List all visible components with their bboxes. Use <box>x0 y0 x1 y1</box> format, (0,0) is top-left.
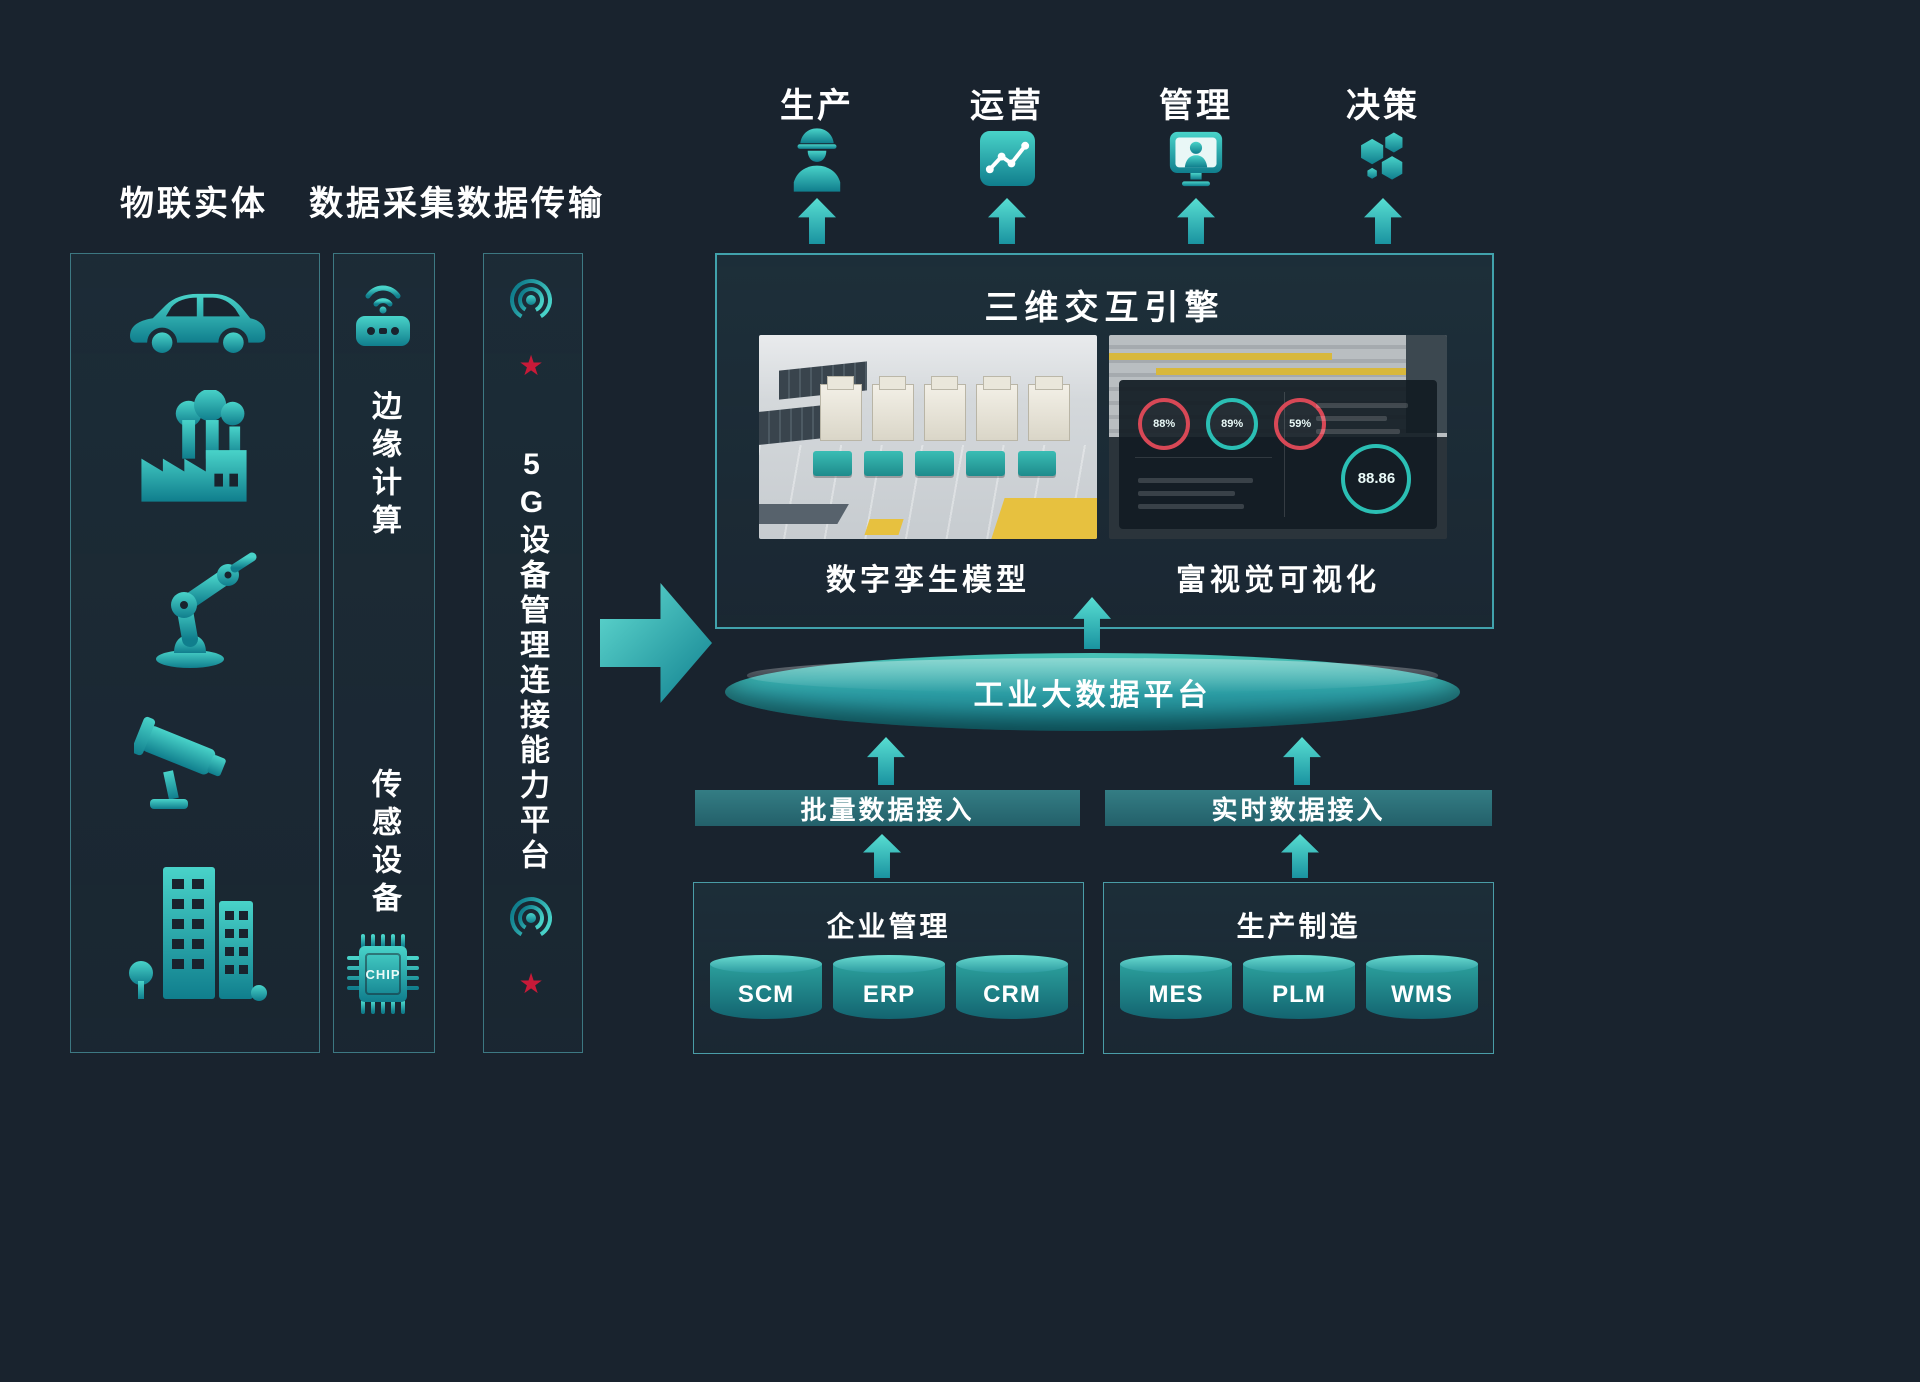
gauge-row: 88% 89% 59% <box>1138 397 1327 450</box>
yellow-beam <box>1109 353 1333 361</box>
gauge-value: 88% <box>1153 417 1176 430</box>
machine-unit <box>1017 451 1057 476</box>
star-mark: ★ <box>518 350 544 381</box>
batch-ingest-bar: 批量数据接入 <box>695 790 1080 826</box>
realtime-ingest-bar: 实时数据接入 <box>1105 790 1492 826</box>
output-label-management: 管理 <box>1159 87 1233 125</box>
machine-block <box>1027 376 1070 442</box>
column-title-entities: 物联实体 <box>120 185 268 223</box>
gauge-value: 89% <box>1221 417 1244 430</box>
output-label-decision: 决策 <box>1346 87 1420 125</box>
gauge-ring: 89% <box>1206 397 1259 450</box>
conveyor-graphic <box>759 504 850 525</box>
output-label-production: 生产 <box>780 87 854 125</box>
unit-row <box>813 451 1057 476</box>
up-arrow-enterprise-to-batch <box>863 834 901 878</box>
star-mark: ★ <box>518 968 544 999</box>
transmission-column <box>483 253 583 1053</box>
visualization-screenshot: 88% 89% 59% 88.86 <box>1109 335 1447 539</box>
panel-divider <box>1284 391 1286 517</box>
plm-label: PLM <box>1272 981 1326 1008</box>
visualization-caption: 富视觉可视化 <box>1176 564 1380 597</box>
up-arrow-batch-to-platform <box>867 737 905 785</box>
realtime-ingest-label: 实时数据接入 <box>1211 794 1386 825</box>
machine-block <box>819 376 862 442</box>
car-icon <box>130 293 266 353</box>
engine-title: 三维交互引擎 <box>984 289 1225 327</box>
machine-unit <box>864 451 904 476</box>
output-label-operations: 运营 <box>970 87 1044 125</box>
machine-block <box>975 376 1018 442</box>
platform-label: 工业大数据平台 <box>973 679 1212 712</box>
digital-twin-screenshot <box>759 335 1097 539</box>
score-value: 88.86 <box>1357 470 1396 488</box>
plm-cylinder: PLM <box>1243 955 1355 1019</box>
city-buildings-icon <box>129 867 267 1001</box>
antenna-icon <box>510 897 552 970</box>
column-title-collection: 数据采集 <box>309 185 457 223</box>
scm-cylinder: SCM <box>710 955 822 1019</box>
worker-icon <box>793 128 841 192</box>
robot-arm-icon <box>156 552 261 668</box>
stat-rows <box>1138 470 1259 517</box>
gauge-value: 59% <box>1289 417 1312 430</box>
score-ring: 88.86 <box>1341 443 1412 514</box>
machine-row <box>819 376 1070 442</box>
manufacturing-title: 生产制造 <box>1236 911 1361 942</box>
dashboard-panel: 88% 89% 59% 88.86 <box>1119 379 1437 529</box>
mes-cylinder: MES <box>1120 955 1232 1019</box>
digital-twin-caption: 数字孪生模型 <box>826 564 1030 597</box>
collection-column <box>333 253 435 1053</box>
column-title-transmission: 数据传输 <box>457 185 605 223</box>
factory-icon <box>141 390 247 502</box>
edge-computing-label: 边缘计算 <box>367 390 400 542</box>
erp-label: ERP <box>862 981 916 1008</box>
panel-divider <box>1135 457 1272 459</box>
manufacturing-box: 生产制造 MES PLM WMS <box>1103 882 1494 1054</box>
edge-gateway-icon <box>356 285 410 346</box>
hexagons-icon <box>1361 132 1403 180</box>
machine-unit <box>915 451 955 476</box>
enterprise-title: 企业管理 <box>826 911 951 942</box>
yellow-floor-zone <box>864 518 904 535</box>
machine-unit <box>966 451 1006 476</box>
mes-label: MES <box>1148 981 1204 1008</box>
up-arrow-realtime-to-platform <box>1283 737 1321 785</box>
up-arrow-operations <box>988 198 1026 244</box>
chip-label: CHIP <box>365 967 400 982</box>
machine-block <box>871 376 914 442</box>
line-chart-icon <box>980 131 1035 186</box>
up-arrow-decision <box>1364 198 1402 244</box>
enterprise-management-box: 企业管理 SCM ERP CRM <box>693 882 1084 1054</box>
batch-ingest-label: 批量数据接入 <box>800 794 975 825</box>
erp-cylinder: ERP <box>833 955 945 1019</box>
crm-label: CRM <box>983 981 1041 1008</box>
stat-rows <box>1316 395 1418 442</box>
wms-label: WMS <box>1391 981 1453 1008</box>
wms-cylinder: WMS <box>1366 955 1478 1019</box>
gauge-ring: 59% <box>1274 397 1327 450</box>
cctv-camera-icon <box>134 716 226 809</box>
five-g-platform-label: 5G设备管理连接能力平台 <box>515 448 548 874</box>
machine-unit <box>813 451 853 476</box>
crm-cylinder: CRM <box>956 955 1068 1019</box>
gauge-ring: 88% <box>1138 397 1191 450</box>
chip-icon: CHIP <box>347 934 419 1014</box>
antenna-icon <box>510 279 552 352</box>
up-arrow-manufacturing-to-realtime <box>1281 834 1319 878</box>
up-arrow-production <box>798 198 836 244</box>
yellow-beam <box>1156 367 1420 375</box>
yellow-floor-zone <box>986 498 1097 539</box>
machine-block <box>923 376 966 442</box>
up-arrow-management <box>1177 198 1215 244</box>
sensor-device-label: 传感设备 <box>367 768 400 920</box>
person-monitor-icon <box>1169 131 1223 187</box>
scm-label: SCM <box>737 981 795 1008</box>
flow-arrow-right <box>600 583 712 703</box>
engine-panel: 三维交互引擎 <box>715 253 1494 629</box>
big-data-platform: 工业大数据平台 <box>725 653 1460 731</box>
